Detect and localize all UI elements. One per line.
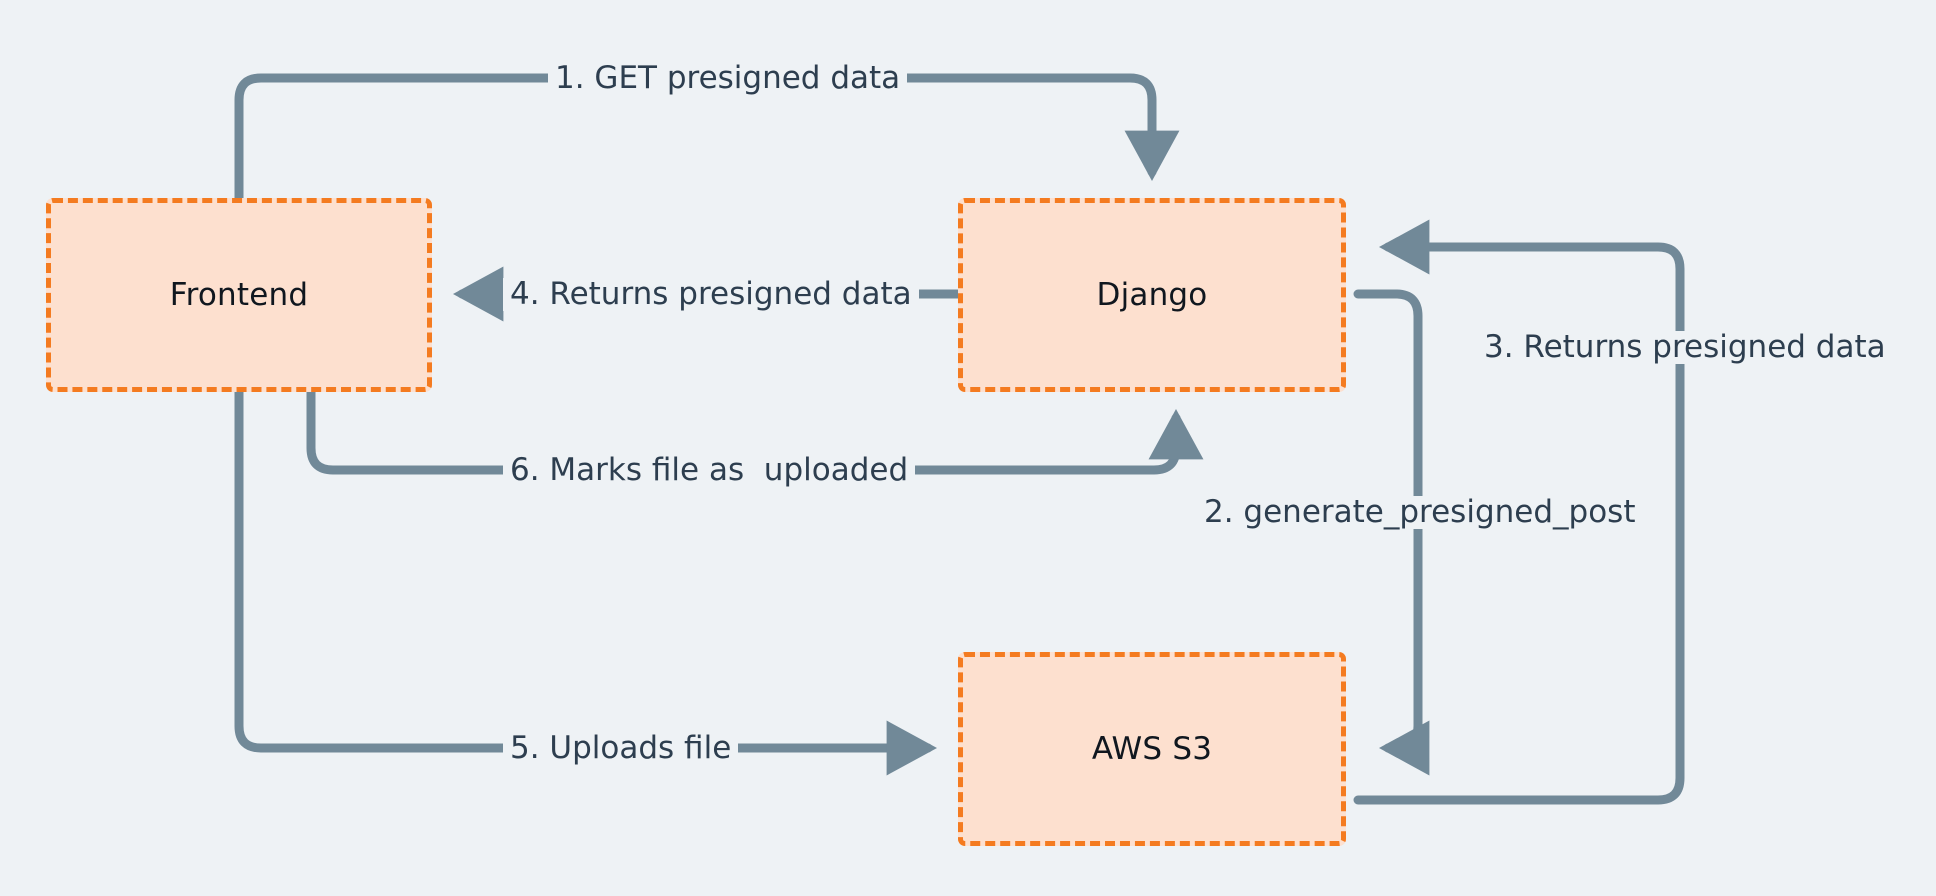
node-frontend[interactable]: Frontend: [46, 198, 432, 392]
edge-path-5: [234, 387, 938, 776]
node-django-label: Django: [1096, 277, 1208, 313]
edge-label-5: 5. Uploads file: [503, 732, 739, 765]
edge-label-2: 2. generate_presigned_post: [1197, 496, 1643, 529]
edge-label-6: 6. Marks file as uploaded: [503, 454, 916, 487]
edge-label-4: 4. Returns presigned data: [503, 278, 919, 311]
edge-label-3: 3. Returns presigned data: [1477, 331, 1893, 364]
node-aws-s3-label: AWS S3: [1091, 731, 1213, 767]
node-aws-s3[interactable]: AWS S3: [958, 652, 1346, 846]
edge-label-1: 1. GET presigned data: [548, 62, 908, 95]
node-django[interactable]: Django: [958, 198, 1346, 392]
edge-path-1: [234, 73, 1180, 203]
node-frontend-label: Frontend: [169, 277, 309, 313]
